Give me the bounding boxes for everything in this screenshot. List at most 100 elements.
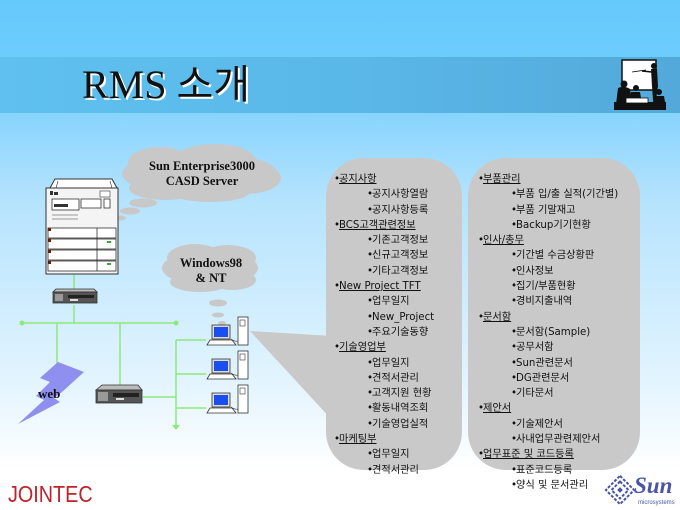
menu-item[interactable]: •업무일지 — [334, 356, 434, 371]
bullet-icon: • — [511, 464, 518, 476]
menu-item-label[interactable]: 기타고객정보 — [372, 265, 429, 277]
menu-item-label[interactable]: 업무일지 — [372, 296, 410, 308]
menu-item[interactable]: •기술영업실적 — [334, 417, 434, 432]
menu-item[interactable]: •Sun관련문서 — [478, 356, 618, 371]
menu-item-label[interactable]: 업무일지 — [372, 357, 410, 369]
menu-item[interactable]: •기존고객정보 — [334, 233, 434, 248]
menu-item[interactable]: •집기/부품현황 — [478, 279, 618, 294]
bullet-icon: • — [367, 418, 374, 430]
menu-item[interactable]: •사내업무관련제안서 — [478, 432, 618, 447]
menu-item-label[interactable]: 양식 및 문서관리 — [516, 479, 589, 491]
menu-item-label[interactable]: 견적서관리 — [372, 464, 419, 476]
menu-item-label[interactable]: 활동내역조회 — [372, 403, 429, 415]
menu-item-label[interactable]: 신규고객정보 — [372, 250, 429, 262]
menu-item[interactable]: •공지사항등록 — [334, 203, 434, 218]
menu-item-label[interactable]: 기술제안서 — [516, 418, 563, 430]
menu-category-label[interactable]: 업무표준 및 코드등록 — [483, 449, 574, 461]
menu-item[interactable]: •공무서함 — [478, 340, 618, 355]
bullet-icon: • — [511, 296, 518, 308]
menu-category[interactable]: •마케팅부 — [334, 432, 434, 447]
menu-category[interactable]: •문서함 — [478, 310, 618, 325]
menu-category[interactable]: •공지사항 — [334, 172, 434, 187]
menu-category[interactable]: •기술영업부 — [334, 340, 434, 355]
menu-item[interactable]: •견적서관리 — [334, 463, 434, 478]
menu-item-label[interactable]: 기존고객정보 — [372, 235, 429, 247]
menu-item-label[interactable]: 공무서함 — [516, 342, 554, 354]
menu-item[interactable]: •공지사항열람 — [334, 187, 434, 202]
menu-category-label[interactable]: 인사/총무 — [483, 235, 524, 247]
menu-item-label[interactable]: 견적서관리 — [372, 372, 419, 384]
menu-category-label[interactable]: 제안서 — [483, 403, 512, 415]
menu-item-label[interactable]: New_Project — [372, 311, 435, 323]
menu-item[interactable]: •Backup기기현황 — [478, 218, 618, 233]
menu-item[interactable]: •인사정보 — [478, 264, 618, 279]
menu-category-label[interactable]: BCS고객관련정보 — [339, 219, 416, 231]
bullet-icon: • — [511, 372, 518, 384]
menu-item[interactable]: •New_Project — [334, 310, 434, 325]
menu-item-label[interactable]: 집기/부품현황 — [516, 281, 576, 293]
menu-item[interactable]: •견적서관리 — [334, 371, 434, 386]
bullet-icon: • — [511, 479, 518, 491]
menu-panel-right — [468, 158, 640, 470]
menu-item[interactable]: •기술제안서 — [478, 417, 618, 432]
menu-item-label[interactable]: 공지사항열람 — [372, 189, 429, 201]
menu-item-label[interactable]: 문서함(Sample) — [516, 326, 591, 338]
menu-item-label[interactable]: 부품 입/출 실적(기간별) — [516, 189, 619, 201]
menu-category-label[interactable]: 공지사항 — [339, 174, 377, 185]
menu-item[interactable]: •신규고객정보 — [334, 248, 434, 263]
menu-category-label[interactable]: 마케팅부 — [339, 434, 377, 446]
menu-item[interactable]: •주요기술동향 — [334, 325, 434, 340]
menu-category[interactable]: •업무표준 및 코드등록 — [478, 447, 618, 462]
menu-category[interactable]: •New Project TFT — [334, 279, 434, 294]
menu-category[interactable]: •인사/총무 — [478, 233, 618, 248]
menu-item-label[interactable]: Backup기기현황 — [516, 219, 591, 231]
menu-item-label[interactable]: 경비지출내역 — [516, 296, 573, 308]
menu-item[interactable]: •활동내역조회 — [334, 401, 434, 416]
server-cloud-line2: CASD Server — [165, 174, 239, 188]
menu-item[interactable]: •고객지원 현황 — [334, 386, 434, 401]
menu-item[interactable]: •부품 기말재고 — [478, 203, 618, 218]
client-cloud-line1: Windows98 — [179, 256, 243, 270]
menu-item-label[interactable]: 기타문서 — [516, 388, 554, 400]
menu-category[interactable]: •BCS고객관련정보 — [334, 218, 434, 233]
menu-item[interactable]: •경비지출내역 — [478, 294, 618, 309]
menu-item[interactable]: •기타문서 — [478, 386, 618, 401]
menu-item[interactable]: •표준코드등록 — [478, 463, 618, 478]
menu-item[interactable]: •DG관련문서 — [478, 371, 618, 386]
menu-item[interactable]: •문서함(Sample) — [478, 325, 618, 340]
menu-item-label[interactable]: Sun관련문서 — [516, 357, 573, 369]
menu-category-label[interactable]: New Project TFT — [339, 281, 421, 293]
menu-item-label[interactable]: 기술영업실적 — [372, 418, 429, 430]
menu-item-label[interactable]: 고객지원 현황 — [372, 388, 432, 400]
menu-item-label[interactable]: 주요기술동향 — [372, 326, 429, 338]
menu-item-label[interactable]: 공지사항등록 — [372, 204, 429, 216]
menu-item-label[interactable]: 부품 기말재고 — [516, 204, 576, 216]
menu-item-label[interactable]: 기간별 수금상황판 — [516, 250, 595, 262]
menu-category-label[interactable]: 문서함 — [483, 311, 512, 323]
menu-category[interactable]: •부품관리 — [478, 172, 618, 187]
bullet-icon: • — [511, 342, 518, 354]
server-cloud-label: Sun Enterprise3000 CASD Server — [140, 159, 264, 189]
menu-item[interactable]: •기간별 수금상황판 — [478, 248, 618, 263]
menu-item[interactable]: •업무일지 — [334, 294, 434, 309]
bullet-icon: • — [511, 281, 518, 293]
enterprise-server-icon — [45, 178, 119, 275]
bullet-icon: • — [511, 189, 518, 201]
menu-item-label[interactable]: 표준코드등록 — [516, 464, 573, 476]
menu-item[interactable]: •업무일지 — [334, 447, 434, 462]
menu-item[interactable]: •부품 입/출 실적(기간별) — [478, 187, 618, 202]
menu-item-label[interactable]: DG관련문서 — [516, 372, 570, 384]
menu-item[interactable]: •기타고객정보 — [334, 264, 434, 279]
menu-item[interactable]: •양식 및 문서관리 — [478, 478, 618, 493]
menu-item-label[interactable]: 업무일지 — [372, 449, 410, 461]
bullet-icon: • — [478, 174, 485, 185]
menu-item-label[interactable]: 사내업무관련제안서 — [516, 434, 601, 446]
bullet-icon: • — [367, 296, 374, 308]
menu-item-label[interactable]: 인사정보 — [516, 265, 554, 277]
menu-category[interactable]: •제안서 — [478, 401, 618, 416]
jointec-logo: JOINTEC — [8, 481, 93, 507]
bullet-icon: • — [511, 418, 518, 430]
menu-category-label[interactable]: 부품관리 — [483, 174, 521, 185]
menu-category-label[interactable]: 기술영업부 — [339, 342, 386, 354]
